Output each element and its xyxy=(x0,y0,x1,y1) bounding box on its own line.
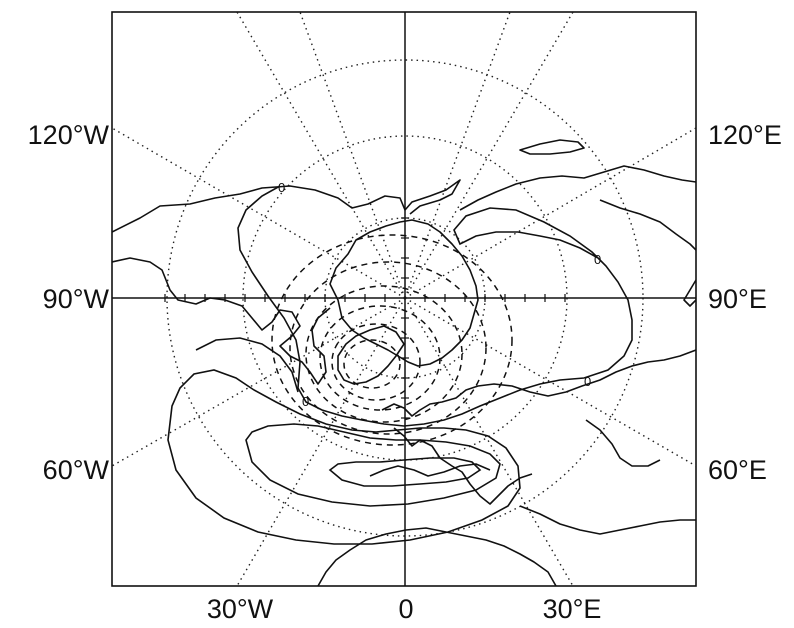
dashed-contour xyxy=(271,234,513,446)
dashed-contour xyxy=(305,285,463,423)
contour-outer-south xyxy=(167,369,521,545)
dashed-contour xyxy=(331,323,421,401)
meridian-line xyxy=(404,12,574,299)
label-30e: 30°E xyxy=(542,594,602,624)
meridian-line xyxy=(112,297,406,467)
meridian-line xyxy=(236,297,406,586)
label-0: 0 xyxy=(398,594,414,624)
map-frame xyxy=(111,11,697,587)
dashed-contours xyxy=(271,234,513,446)
coastline-greenland xyxy=(329,219,479,367)
meridian-line xyxy=(299,12,406,299)
coastline-siberia xyxy=(459,139,696,251)
coastline-mediterranean xyxy=(369,419,661,477)
coastline-north-america xyxy=(112,179,461,385)
contour-label: 0 xyxy=(594,252,601,267)
dashed-contour xyxy=(289,261,487,435)
contour-zero-north xyxy=(237,185,633,427)
dashed-contour xyxy=(319,305,441,411)
label-60w: 60°W xyxy=(42,455,109,485)
label-120e: 120°E xyxy=(708,120,782,150)
coastlines xyxy=(112,139,696,586)
label-60e: 60°E xyxy=(708,455,767,485)
contour-labels: 0 0 0 0 xyxy=(278,180,601,409)
meridian-line xyxy=(112,127,406,299)
contour-label: 0 xyxy=(584,374,591,389)
meridian-lines xyxy=(112,12,696,586)
contour-core-south xyxy=(328,457,482,487)
label-120w: 120°W xyxy=(27,120,109,150)
contour-label: 0 xyxy=(302,394,309,409)
meridian-line xyxy=(404,297,696,467)
contour-zero-east xyxy=(453,207,599,259)
solid-contours xyxy=(167,185,633,545)
meridian-line xyxy=(404,127,696,299)
meridian-line xyxy=(404,297,574,586)
contour-inner-south xyxy=(245,423,501,507)
dashed-contour xyxy=(343,339,401,389)
label-90w: 90°W xyxy=(42,284,109,314)
coastline-europe xyxy=(381,349,696,505)
meridian-line xyxy=(236,12,406,299)
coastline-asia-east xyxy=(683,279,696,307)
label-30w: 30°W xyxy=(206,594,274,624)
contour-label: 0 xyxy=(278,180,285,195)
meridian-line xyxy=(404,12,511,299)
contour-west-loop xyxy=(195,337,299,393)
coastline-iceland-region xyxy=(337,325,405,385)
label-90e: 90°E xyxy=(708,284,767,314)
coastline-africa xyxy=(317,505,696,586)
